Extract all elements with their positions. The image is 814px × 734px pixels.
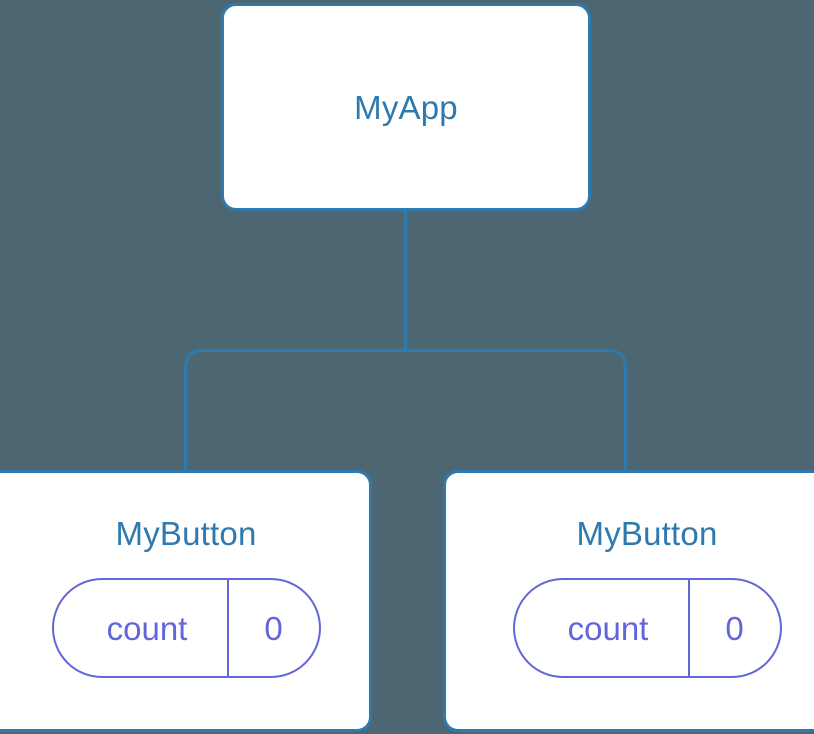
node-child-0[interactable]: MyButton count 0	[0, 470, 372, 732]
node-root-label: MyApp	[354, 88, 458, 126]
state-pill[interactable]: count 0	[51, 578, 321, 678]
node-child-1[interactable]: MyButton count 0	[443, 470, 814, 732]
node-root[interactable]: MyApp	[221, 3, 591, 211]
node-child-1-label: MyButton	[576, 515, 718, 552]
state-pill-value: 0	[226, 580, 319, 676]
node-child-0-label: MyButton	[115, 515, 257, 552]
connector-branch-left	[184, 349, 406, 472]
state-pill-value: 0	[687, 580, 780, 676]
node-child-1-state: count 0	[512, 578, 782, 678]
state-pill-key: count	[567, 609, 649, 647]
connector-branch-right	[405, 349, 627, 472]
node-child-0-state: count 0	[51, 578, 321, 678]
state-pill-key: count	[106, 609, 188, 647]
state-pill[interactable]: count 0	[512, 578, 782, 678]
